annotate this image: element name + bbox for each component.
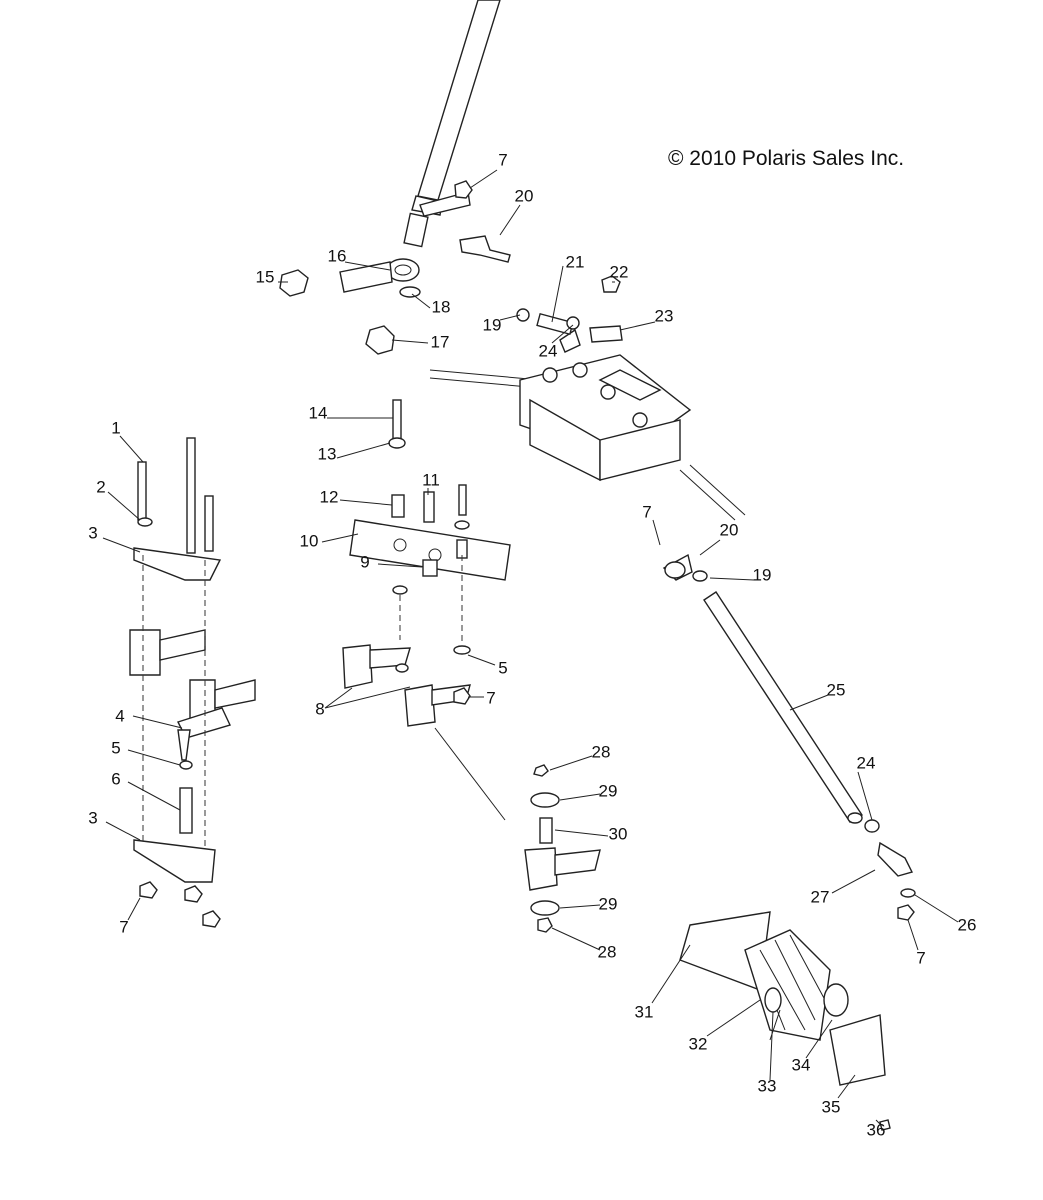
callout-10: 10 [299, 531, 319, 551]
callout-24: 24 [856, 753, 876, 773]
callout-8: 8 [315, 699, 325, 719]
callout-1: 1 [111, 418, 121, 438]
callout-15: 15 [255, 267, 275, 287]
callout-29: 29 [598, 894, 618, 914]
callout-5: 5 [498, 658, 508, 678]
steering-rack [429, 235, 746, 521]
leader-lines [102, 169, 959, 1126]
callout-6: 6 [111, 769, 121, 789]
callout-12: 12 [319, 487, 339, 507]
callout-34: 34 [791, 1055, 811, 1075]
copyright-text: © 2010 Polaris Sales Inc. [668, 147, 905, 170]
callout-7: 7 [119, 917, 129, 937]
callout-2: 2 [96, 477, 106, 497]
callout-28: 28 [597, 942, 617, 962]
callout-18: 18 [431, 297, 451, 317]
callout-3: 3 [88, 808, 98, 828]
callout-20: 20 [719, 520, 739, 540]
callout-30: 30 [608, 824, 628, 844]
steering-boot [679, 911, 891, 1131]
callout-23: 23 [654, 306, 674, 326]
callout-14: 14 [308, 403, 328, 423]
callout-36: 36 [866, 1120, 886, 1140]
callout-32: 32 [688, 1034, 708, 1054]
callout-16: 16 [327, 246, 347, 266]
callout-19: 19 [482, 315, 502, 335]
callout-26: 26 [957, 915, 977, 935]
callout-11: 11 [422, 470, 440, 490]
tie-rod [662, 553, 916, 921]
callout-24: 24 [538, 341, 558, 361]
callout-19: 19 [752, 565, 772, 585]
callout-7: 7 [486, 688, 496, 708]
callout-9: 9 [360, 552, 370, 572]
callout-35: 35 [821, 1097, 841, 1117]
center-bracket-assembly [342, 399, 511, 821]
callout-29: 29 [598, 781, 618, 801]
callout-13: 13 [317, 444, 337, 464]
callout-28: 28 [591, 742, 611, 762]
left-bracket-assembly [129, 437, 256, 928]
callout-20: 20 [514, 186, 534, 206]
lower-bracket-assembly [524, 764, 601, 933]
callout-33: 33 [757, 1076, 777, 1096]
callout-22: 22 [609, 262, 629, 282]
callout-17: 17 [430, 332, 450, 352]
steering-column [279, 0, 501, 355]
callout-5: 5 [111, 738, 121, 758]
callout-31: 31 [634, 1002, 654, 1022]
callout-7: 7 [916, 948, 926, 968]
callout-21: 21 [565, 252, 585, 272]
callout-3: 3 [88, 523, 98, 543]
callout-7: 7 [498, 150, 508, 170]
callout-7: 7 [642, 502, 652, 522]
callout-25: 25 [826, 680, 846, 700]
callout-4: 4 [115, 706, 125, 726]
callout-27: 27 [810, 887, 830, 907]
